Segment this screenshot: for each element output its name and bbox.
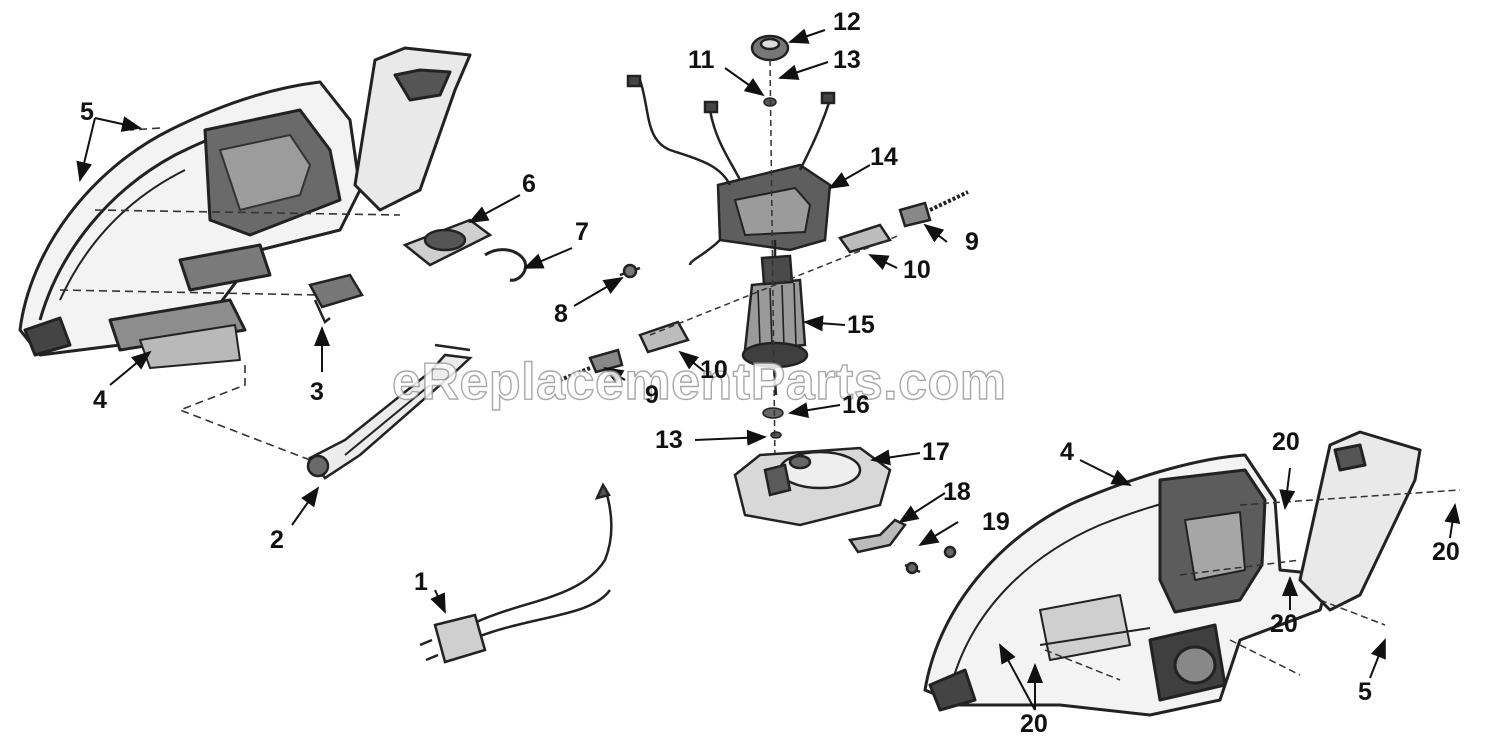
callout-4-right: 4 [1060,438,1074,466]
armature [741,240,809,396]
callout-20-right: 20 [1432,538,1460,566]
callout-9-upper: 9 [965,228,979,256]
washer-small [770,431,782,439]
brush-holder-lower [638,320,690,354]
callout-leaders [76,28,1461,711]
callout-13-lower: 13 [655,426,683,454]
callout-3: 3 [310,378,324,406]
watermark: eReplacementParts.com [391,352,1007,411]
callout-4-left: 4 [93,386,107,414]
callout-7: 7 [575,218,589,246]
callout-2: 2 [270,526,284,554]
callout-19: 19 [982,508,1010,536]
callout-20-bottom: 20 [1020,710,1048,738]
spring-clip [484,248,528,282]
construction-lines-left [59,127,401,461]
gear-housing [733,446,892,527]
brush-holder-upper [837,223,892,254]
brush-spring-upper [898,190,969,228]
callout-1: 1 [414,568,428,596]
left-housing-half [18,46,472,369]
callout-13-upper: 13 [833,46,861,74]
callout-10-upper: 10 [903,256,931,284]
bearing-top [750,34,790,62]
callout-15: 15 [847,311,875,339]
blade-clip-screws [904,545,957,575]
motor-field-assembly [626,74,836,266]
callout-10-lower: 10 [700,356,728,384]
right-housing-half [923,430,1422,717]
switch [308,273,364,324]
brush-spring-lower [559,348,624,382]
callout-14: 14 [870,143,898,171]
callout-11: 11 [688,46,715,74]
callout-6: 6 [522,170,536,198]
callout-16: 16 [842,391,870,419]
callout-8: 8 [554,300,568,328]
callout-20-middle: 20 [1270,610,1298,638]
callout-18: 18 [943,478,971,506]
switch-plate [402,218,493,267]
screw-8 [619,263,641,279]
callout-17: 17 [922,438,950,466]
washer-lower [762,407,784,419]
trigger-lever [306,343,473,480]
blade-clip [847,518,907,554]
construction-lines-right [1044,489,1461,681]
callout-5-left: 5 [80,98,94,126]
callout-9-lower: 9 [645,381,659,409]
construction-lines-centre [649,59,901,461]
callout-20-top: 20 [1272,428,1300,456]
callout-5-right: 5 [1358,678,1372,706]
callout-12: 12 [833,8,861,36]
power-cord-with-plug [419,482,613,664]
